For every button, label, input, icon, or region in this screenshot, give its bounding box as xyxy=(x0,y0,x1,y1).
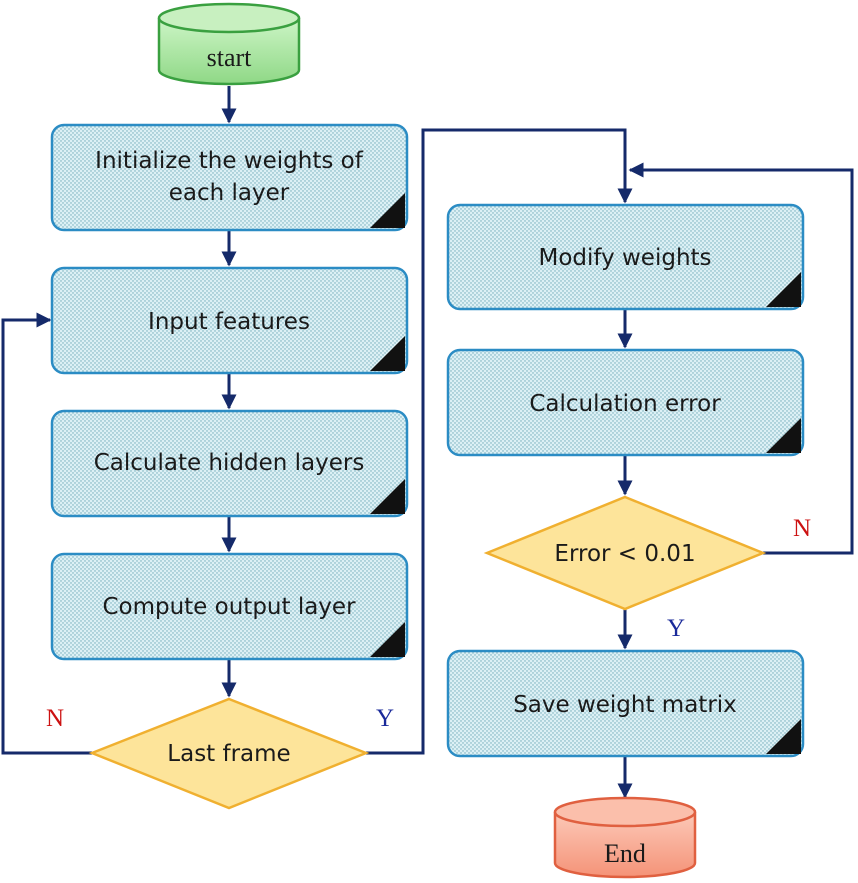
last-frame-label: Last frame xyxy=(167,741,290,767)
initialize-weights-line2: each layer xyxy=(169,180,290,206)
process-save-weight-matrix: Save weight matrix xyxy=(446,649,805,758)
compute-output-label: Compute output layer xyxy=(102,594,356,620)
error-threshold-label: Error < 0.01 xyxy=(554,541,695,567)
calculation-error-label: Calculation error xyxy=(529,391,721,417)
calculate-hidden-label: Calculate hidden layers xyxy=(94,450,365,476)
process-input-features: Input features xyxy=(50,266,409,375)
process-calculate-hidden: Calculate hidden layers xyxy=(50,409,409,518)
end-terminal: End xyxy=(553,796,697,879)
start-label: start xyxy=(207,43,253,72)
process-compute-output: Compute output layer xyxy=(50,552,409,661)
process-modify-weights: Modify weights xyxy=(446,203,805,311)
initialize-weights-line1: Initialize the weights of xyxy=(95,148,364,174)
link-lastframe-yes-to-modify xyxy=(366,128,633,755)
input-features-label: Input features xyxy=(148,309,310,335)
process-calculation-error: Calculation error xyxy=(446,348,805,457)
connectors xyxy=(1,86,854,799)
loop-error-no-to-modify xyxy=(628,162,854,555)
error-yes-label: Y xyxy=(667,615,685,642)
end-label: End xyxy=(604,839,646,868)
last-frame-no-label: N xyxy=(46,705,64,732)
decision-error-threshold: Error < 0.01 xyxy=(483,495,767,611)
start-terminal: start xyxy=(157,2,301,86)
save-weight-matrix-label: Save weight matrix xyxy=(513,692,737,718)
loop-lastframe-no-to-input xyxy=(1,312,92,755)
decision-last-frame: Last frame xyxy=(88,697,370,810)
last-frame-yes-label: Y xyxy=(376,705,394,732)
process-initialize-weights: Initialize the weights of each layer xyxy=(50,123,409,232)
error-no-label: N xyxy=(793,515,811,542)
modify-weights-label: Modify weights xyxy=(538,245,711,271)
